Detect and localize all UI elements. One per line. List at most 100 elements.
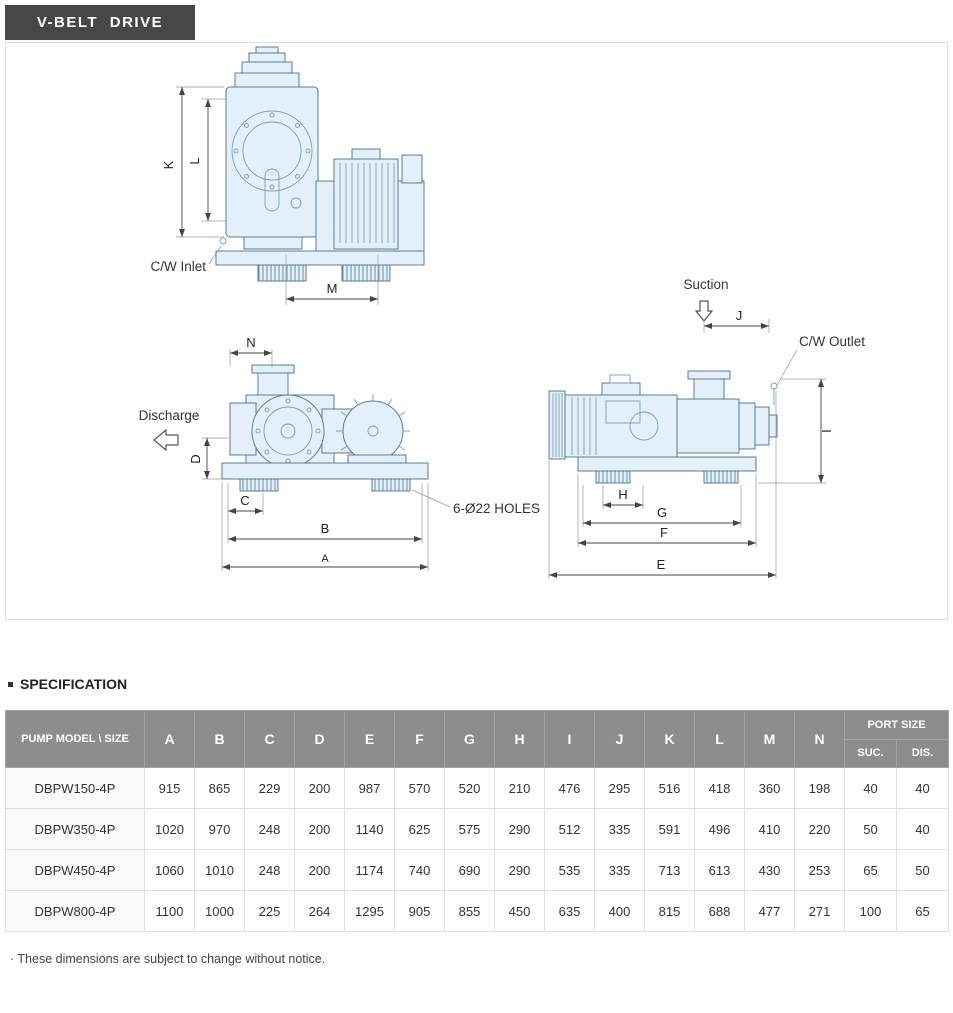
dim-label-c: C [240, 493, 249, 508]
value-cell: 496 [694, 808, 745, 850]
value-cell: 713 [644, 849, 695, 891]
side-view-left [221, 364, 429, 492]
dim-label-n: N [246, 335, 255, 350]
value-cell: 248 [244, 849, 295, 891]
value-cell: 512 [544, 808, 595, 850]
model-cell: DBPW800-4P [5, 890, 145, 932]
value-cell: 248 [244, 808, 295, 850]
side-view-left-dimensions: N Discharge D C B A 6-Ø22 HOLES [139, 335, 540, 571]
col-header-m: M [744, 710, 795, 768]
cw-outlet-label: C/W Outlet [799, 334, 865, 349]
value-cell: 400 [594, 890, 645, 932]
value-cell: 65 [896, 890, 949, 932]
dim-label-k: K [161, 160, 176, 169]
col-header-d: D [294, 710, 345, 768]
model-cell: DBPW350-4P [5, 808, 145, 850]
dim-label-i: I [819, 429, 834, 433]
dim-label-f: F [660, 525, 668, 540]
value-cell: 50 [844, 808, 897, 850]
value-cell: 635 [544, 890, 595, 932]
col-header-f: F [394, 710, 445, 768]
holes-label: 6-Ø22 HOLES [453, 501, 540, 516]
value-cell: 591 [644, 808, 695, 850]
section-bullet-icon [8, 681, 13, 687]
value-cell: 418 [694, 767, 745, 809]
dim-label-g: G [657, 505, 667, 520]
value-cell: 50 [896, 849, 949, 891]
value-cell: 200 [294, 767, 345, 809]
col-header-h: H [494, 710, 545, 768]
model-cell: DBPW150-4P [5, 767, 145, 809]
value-cell: 1100 [144, 890, 195, 932]
value-cell: 520 [444, 767, 495, 809]
front-view [215, 46, 425, 282]
technical-drawing: K L M C/W Inlet [139, 46, 865, 579]
dim-label-m: M [327, 281, 338, 296]
value-cell: 225 [244, 890, 295, 932]
value-cell: 740 [394, 849, 445, 891]
value-cell: 271 [794, 890, 845, 932]
value-cell: 1020 [144, 808, 195, 850]
value-cell: 987 [344, 767, 395, 809]
value-cell: 450 [494, 890, 545, 932]
value-cell: 625 [394, 808, 445, 850]
discharge-arrow-icon [153, 428, 179, 452]
value-cell: 253 [794, 849, 845, 891]
value-cell: 200 [294, 849, 345, 891]
value-cell: 865 [194, 767, 245, 809]
dim-label-h: H [618, 487, 627, 502]
value-cell: 430 [744, 849, 795, 891]
suction-label: Suction [683, 277, 728, 292]
value-cell: 1060 [144, 849, 195, 891]
table-header-row-1: PUMP MODEL \ SIZE A B C D E F G H I J K … [5, 710, 949, 768]
specification-heading: SPECIFICATION [8, 676, 953, 692]
value-cell: 229 [244, 767, 295, 809]
value-cell: 970 [194, 808, 245, 850]
col-header-model: PUMP MODEL \ SIZE [5, 710, 145, 768]
side-view-right-dimensions: Suction J C/W Outlet I H G F E [548, 277, 865, 579]
value-cell: 264 [294, 890, 345, 932]
front-view-dimensions: K L M C/W Inlet [150, 86, 379, 305]
spec-table: PUMP MODEL \ SIZE A B C D E F G H I J K … [5, 710, 949, 932]
col-header-dis: DIS. [896, 738, 949, 768]
value-cell: 198 [794, 767, 845, 809]
col-header-i: I [544, 710, 595, 768]
value-cell: 690 [444, 849, 495, 891]
dim-label-a: A [321, 553, 329, 565]
col-header-c: C [244, 710, 295, 768]
value-cell: 335 [594, 849, 645, 891]
value-cell: 335 [594, 808, 645, 850]
side-view-right [548, 370, 778, 484]
value-cell: 65 [844, 849, 897, 891]
dim-label-j: J [736, 308, 743, 323]
value-cell: 688 [694, 890, 745, 932]
value-cell: 1000 [194, 890, 245, 932]
value-cell: 40 [896, 767, 949, 809]
value-cell: 535 [544, 849, 595, 891]
value-cell: 295 [594, 767, 645, 809]
col-header-port-size: PORT SIZE [844, 710, 949, 740]
value-cell: 575 [444, 808, 495, 850]
col-header-l: L [694, 710, 745, 768]
value-cell: 1010 [194, 849, 245, 891]
value-cell: 516 [644, 767, 695, 809]
drawing-panel: K L M C/W Inlet [5, 42, 948, 620]
value-cell: 360 [744, 767, 795, 809]
col-header-suc: SUC. [844, 738, 897, 768]
value-cell: 200 [294, 808, 345, 850]
value-cell: 210 [494, 767, 545, 809]
value-cell: 905 [394, 890, 445, 932]
model-cell: DBPW450-4P [5, 849, 145, 891]
value-cell: 570 [394, 767, 445, 809]
dim-label-b: B [321, 521, 330, 536]
col-header-j: J [594, 710, 645, 768]
dim-label-l: L [187, 157, 202, 164]
col-header-k: K [644, 710, 695, 768]
col-header-n: N [794, 710, 845, 768]
value-cell: 1174 [344, 849, 395, 891]
footnote: · These dimensions are subject to change… [10, 952, 326, 966]
